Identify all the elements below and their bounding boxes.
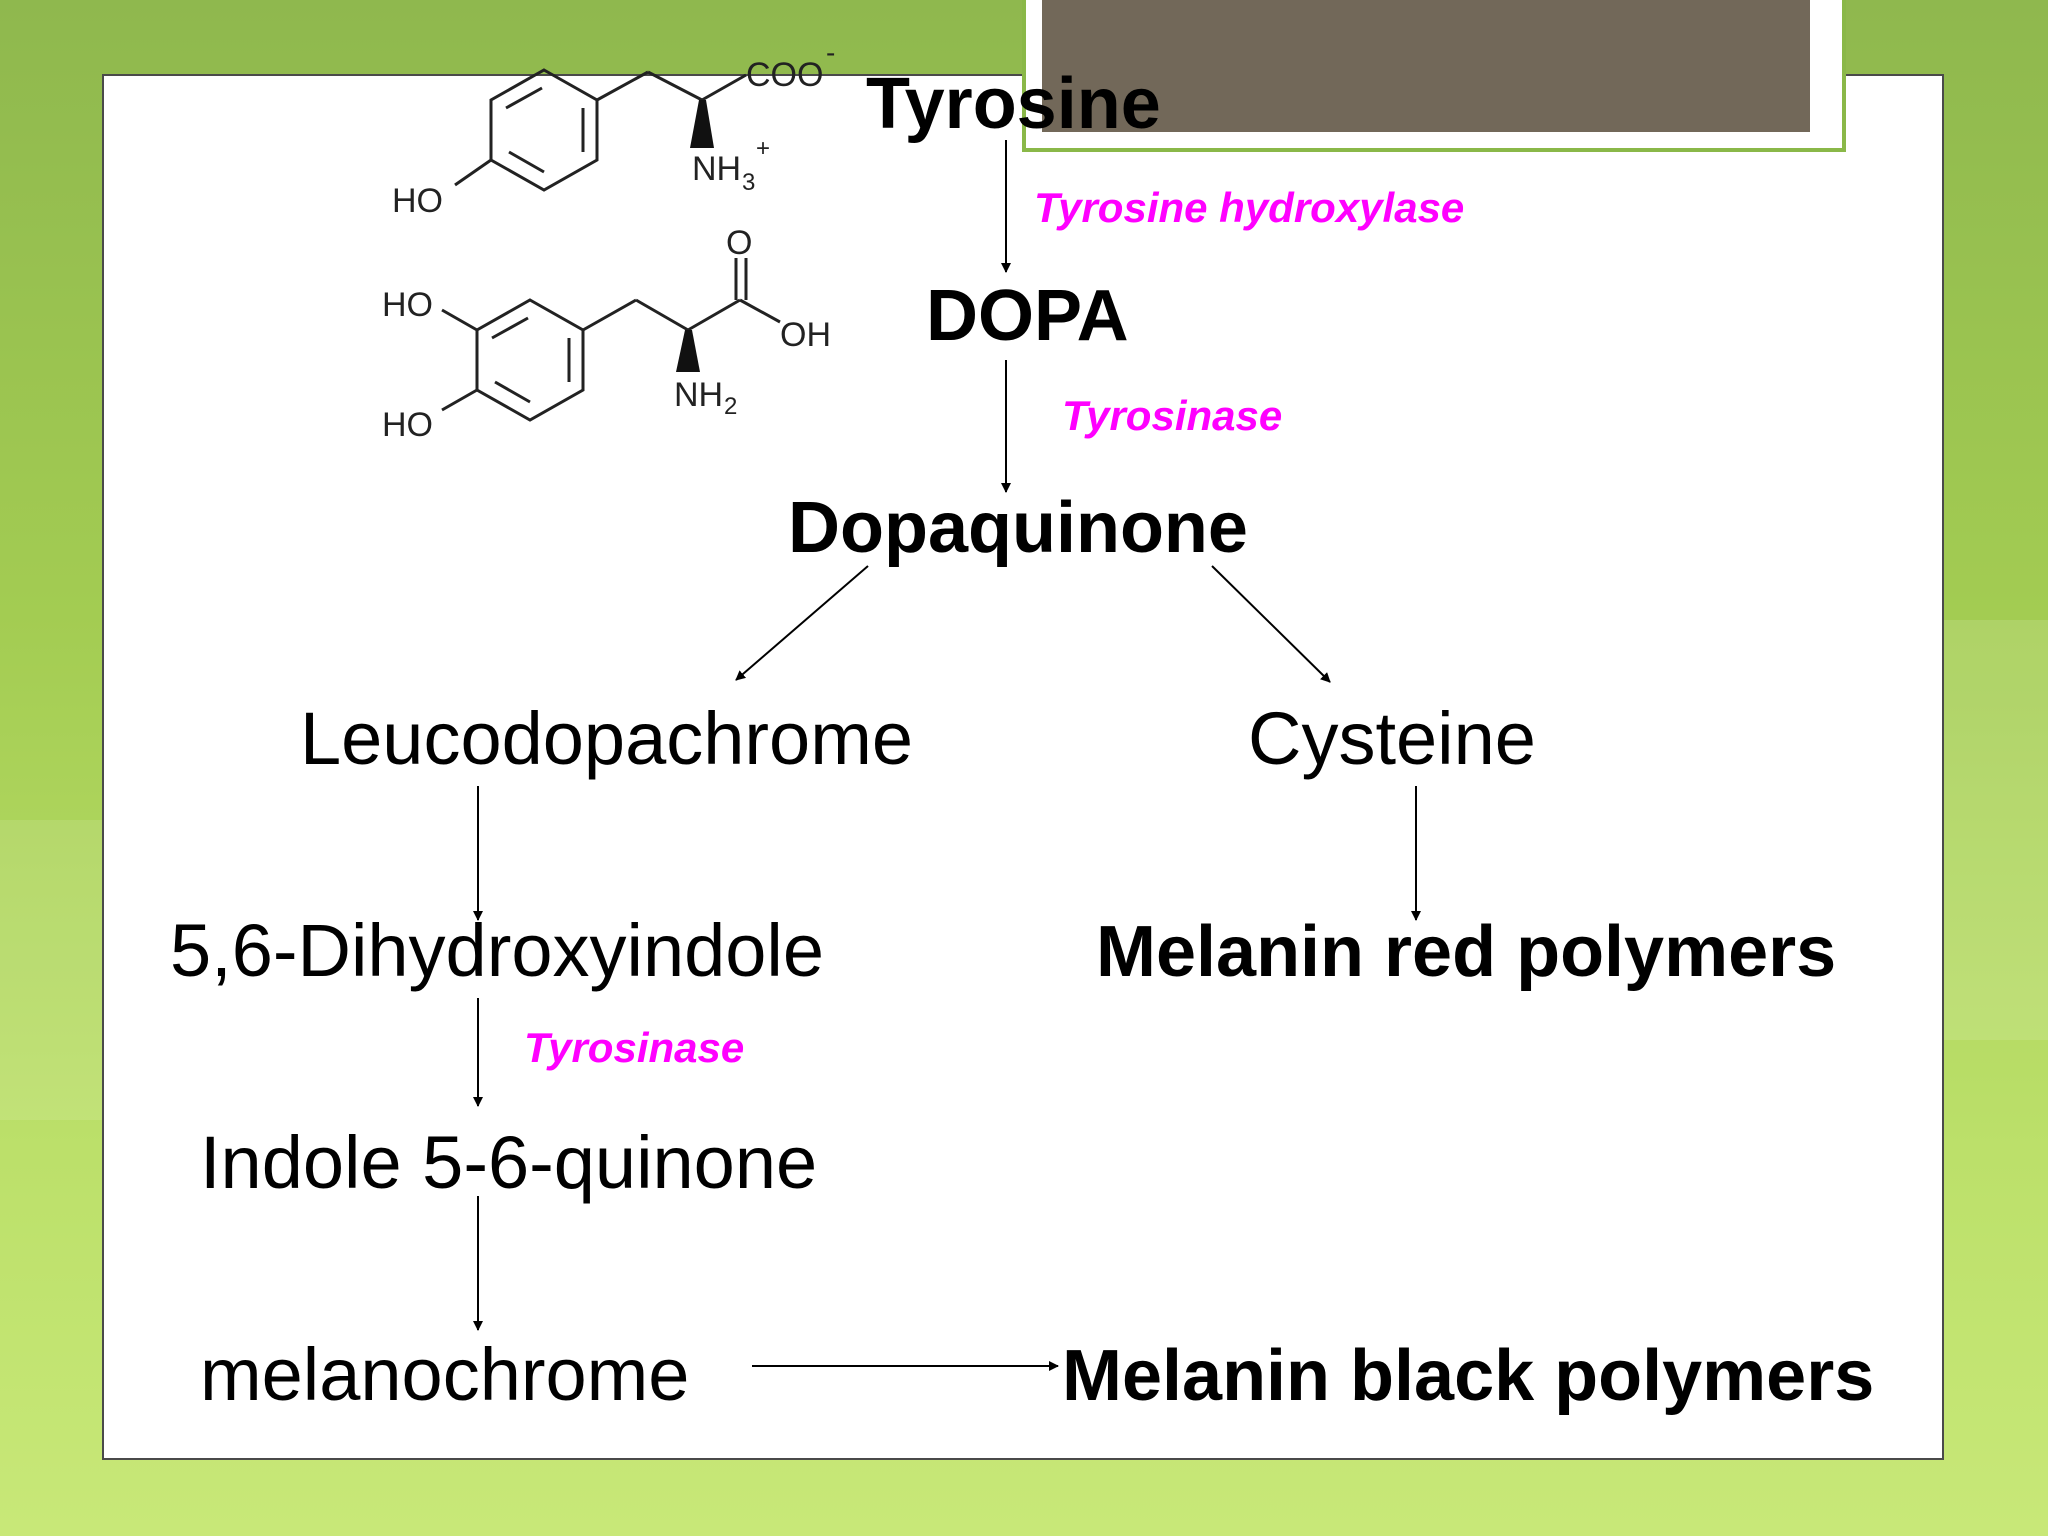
node-dopa: DOPA [926,276,1129,356]
node-dihydroxyindole: 5,6-Dihydroxyindole [170,909,824,992]
tyrosine-nh3-sub: 3 [742,169,755,196]
dopa-oh-label: OH [780,316,831,354]
tyrosine-wedge-bond [690,100,714,148]
dopa-carbonyl-o-label: O [726,224,752,262]
arrow-dopaquinone-to-cysteine [1211,565,1331,683]
node-leucodopachrome: Leucodopachrome [300,697,913,780]
tyrosine-structure [454,68,747,192]
enzyme-tyrosinase-2: Tyrosinase [524,1024,744,1071]
tyrosine-ho-label: HO [392,182,443,220]
dopa-structure [441,258,781,422]
node-tyrosine: Tyrosine [866,64,1161,144]
background-facet-right [1944,620,2048,1040]
node-indole-quinone: Indole 5-6-quinone [200,1121,817,1204]
arrow-dopaquinone-to-leucodopachrome [735,565,869,681]
dopa-nh2-sub: 2 [724,393,737,420]
node-melanochrome: melanochrome [200,1333,689,1416]
node-cysteine: Cysteine [1248,697,1536,780]
enzyme-tyrosine-hydroxylase: Tyrosine hydroxylase [1034,184,1464,231]
title-block-fill [1042,0,1810,132]
dopa-ho-top-label: HO [382,286,433,324]
node-melanin-black-polymers: Melanin black polymers [1062,1336,1874,1416]
tyrosine-nh3-charge: + [756,135,770,162]
node-melanin-red-polymers: Melanin red polymers [1096,912,1836,992]
node-dopaquinone: Dopaquinone [788,488,1248,568]
tyrosine-coo-label: COO [746,56,823,94]
slide-panel [102,74,1944,1460]
background-facet-left [0,820,102,1120]
tyrosine-nh3-label: NH [692,150,741,188]
dopa-wedge-bond [676,330,700,372]
dopa-ho-bottom-label: HO [382,406,433,444]
enzyme-tyrosinase-1: Tyrosinase [1062,392,1282,439]
tyrosine-coo-charge: - [826,37,835,68]
title-block [1022,0,1846,152]
dopa-nh2-label: NH [674,376,723,414]
